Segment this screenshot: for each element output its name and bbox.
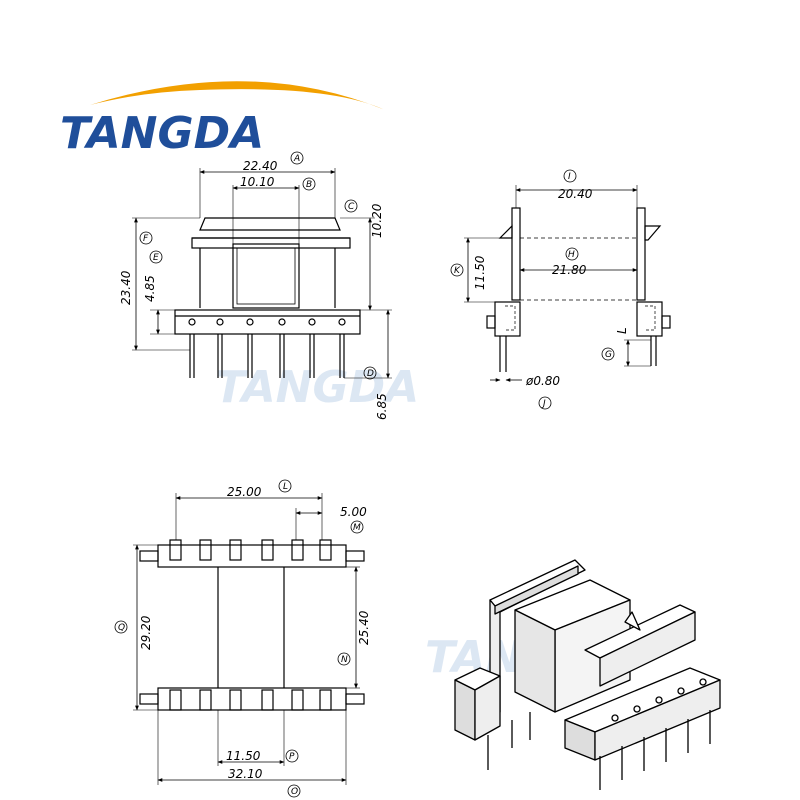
dim-m-value: 5.00 xyxy=(340,505,367,519)
side-view xyxy=(464,185,671,382)
marker-c: C xyxy=(348,202,355,212)
brand-logo: TANGDA xyxy=(60,81,385,159)
marker-k: K xyxy=(454,266,461,276)
marker-j: J xyxy=(541,399,546,409)
dim-e-value: 4.85 xyxy=(143,275,157,302)
dim-a-value: 22.40 xyxy=(243,159,278,173)
dim-c-value: 10.20 xyxy=(370,203,384,238)
marker-e: E xyxy=(153,253,159,263)
dim-k-value: 11.50 xyxy=(473,255,487,290)
marker-i: I xyxy=(568,172,571,182)
dim-f-value: 23.40 xyxy=(119,270,133,305)
dim-n-value: 25.40 xyxy=(357,610,371,645)
bottom-view xyxy=(133,493,365,785)
dim-i-value: 20.40 xyxy=(558,187,593,201)
marker-o: O xyxy=(291,787,298,797)
dim-o-value: 32.10 xyxy=(228,767,263,781)
dim-l-value: L xyxy=(615,327,629,334)
dim-b-value: 10.10 xyxy=(240,175,275,189)
marker-h: H xyxy=(568,250,575,260)
marker-l: L xyxy=(283,482,288,492)
marker-f: F xyxy=(143,234,149,244)
dim-p-value: 11.50 xyxy=(226,749,261,763)
watermark-text-1: TANGDA xyxy=(215,362,419,413)
bobbin-3d-icon xyxy=(454,559,721,790)
marker-n: N xyxy=(341,655,348,665)
logo-arc xyxy=(90,81,385,110)
bottom-view-labels: 25.00 L 5.00 M Q 29.20 25.40 N 11.50 P 3… xyxy=(114,479,371,798)
front-view-labels: 22.40 A 10.10 B C 10.20 F 23.40 E 4.85 D… xyxy=(119,151,389,420)
dim-h-value: 21.80 xyxy=(552,263,587,277)
front-view xyxy=(132,168,392,379)
side-view-labels: I 20.40 H 21.80 K 11.50 L G ø0.80 J xyxy=(450,169,629,410)
dim-j-value: ø0.80 xyxy=(525,374,560,388)
logo-text: TANGDA xyxy=(60,108,264,159)
marker-a: A xyxy=(293,154,300,164)
marker-d: D xyxy=(367,369,374,379)
dim-d-value: 6.85 xyxy=(375,393,389,420)
dim-q-value: 29.20 xyxy=(139,615,153,650)
marker-b: B xyxy=(306,180,312,190)
marker-q: Q xyxy=(118,623,125,633)
marker-m: M xyxy=(353,523,361,533)
dim-l2-value: 25.00 xyxy=(227,485,262,499)
marker-p: P xyxy=(289,752,295,762)
marker-g: G xyxy=(605,350,612,360)
